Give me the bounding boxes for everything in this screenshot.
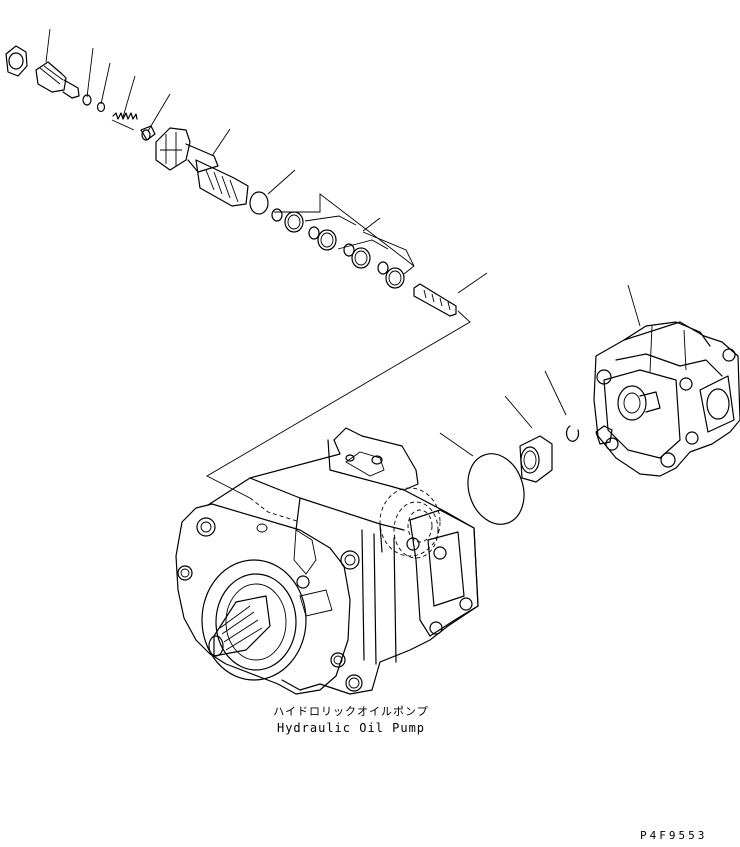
seal-kit [271, 208, 405, 289]
valve-spool [413, 283, 457, 317]
poppet [140, 125, 156, 141]
coupling [519, 435, 553, 483]
figure-number: P4F9553 [640, 829, 708, 842]
caption-english: Hydraulic Oil Pump [276, 721, 426, 735]
valve-body [155, 127, 249, 207]
o-ring [96, 101, 106, 113]
adjust-screw [35, 61, 80, 99]
o-ring [82, 94, 92, 106]
main-pump [175, 427, 479, 695]
nut [5, 45, 28, 77]
o-ring [467, 453, 525, 525]
spring [111, 112, 138, 131]
caption-japanese: ハイドロリックオイルポンプ [273, 705, 429, 718]
gear-pump [593, 321, 740, 477]
o-ring [249, 191, 269, 215]
leader-lines [45, 28, 641, 499]
snap-ring [565, 425, 580, 442]
